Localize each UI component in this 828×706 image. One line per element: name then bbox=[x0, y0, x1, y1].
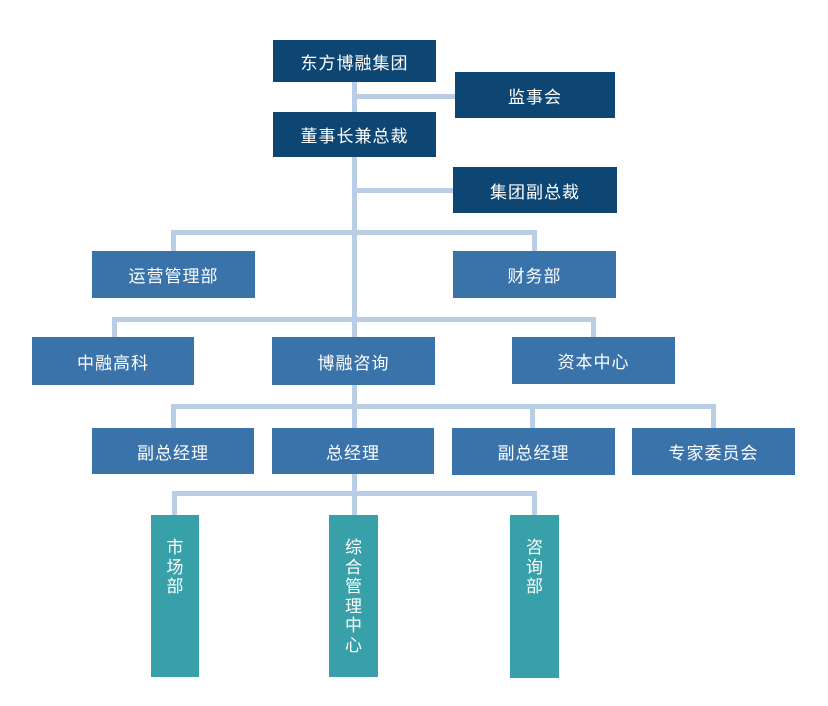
org-node-capital-center: 资本中心 bbox=[512, 337, 675, 384]
org-node-consulting-dept: 咨询部 bbox=[510, 515, 559, 678]
vertical-label: 综合管理中心 bbox=[345, 538, 362, 656]
connector-line bbox=[352, 474, 357, 494]
org-node-deputy-gm-left: 副总经理 bbox=[92, 428, 254, 474]
connector-line bbox=[711, 404, 716, 428]
org-node-supervisory-board: 监事会 bbox=[455, 72, 615, 118]
connector-line bbox=[352, 491, 357, 515]
connector-line bbox=[352, 188, 453, 193]
connector-line bbox=[171, 404, 716, 409]
connector-line bbox=[171, 230, 537, 235]
connector-line bbox=[112, 317, 117, 338]
connector-line bbox=[172, 491, 177, 515]
connector-line bbox=[112, 317, 596, 322]
vertical-label: 市场部 bbox=[166, 538, 184, 598]
connector-line bbox=[352, 94, 455, 99]
connector-line bbox=[352, 404, 357, 428]
org-node-expert-committee: 专家委员会 bbox=[632, 428, 795, 475]
org-node-zhongrong-tech: 中融高科 bbox=[32, 337, 194, 385]
connector-line bbox=[171, 230, 176, 251]
org-node-admin-center: 综合管理中心 bbox=[329, 515, 378, 677]
connector-line bbox=[352, 384, 357, 406]
org-node-chairman-president: 董事长兼总裁 bbox=[273, 112, 436, 157]
org-node-marketing-dept: 市场部 bbox=[151, 515, 199, 677]
org-node-general-manager: 总经理 bbox=[272, 428, 434, 474]
connector-line bbox=[532, 230, 537, 251]
org-node-group-hq: 东方博融集团 bbox=[273, 40, 436, 82]
org-node-borong-consulting: 博融咨询 bbox=[272, 337, 435, 385]
connector-line bbox=[530, 404, 535, 428]
org-node-finance-dept: 财务部 bbox=[453, 251, 616, 298]
connector-line bbox=[591, 317, 596, 338]
org-node-operations-dept: 运营管理部 bbox=[92, 251, 255, 298]
connector-line bbox=[532, 491, 537, 515]
org-node-group-vp: 集团副总裁 bbox=[453, 167, 617, 213]
connector-line bbox=[171, 404, 176, 428]
org-node-deputy-gm-right: 副总经理 bbox=[452, 428, 615, 475]
vertical-label: 咨询部 bbox=[526, 538, 543, 598]
connector-line bbox=[352, 157, 357, 338]
